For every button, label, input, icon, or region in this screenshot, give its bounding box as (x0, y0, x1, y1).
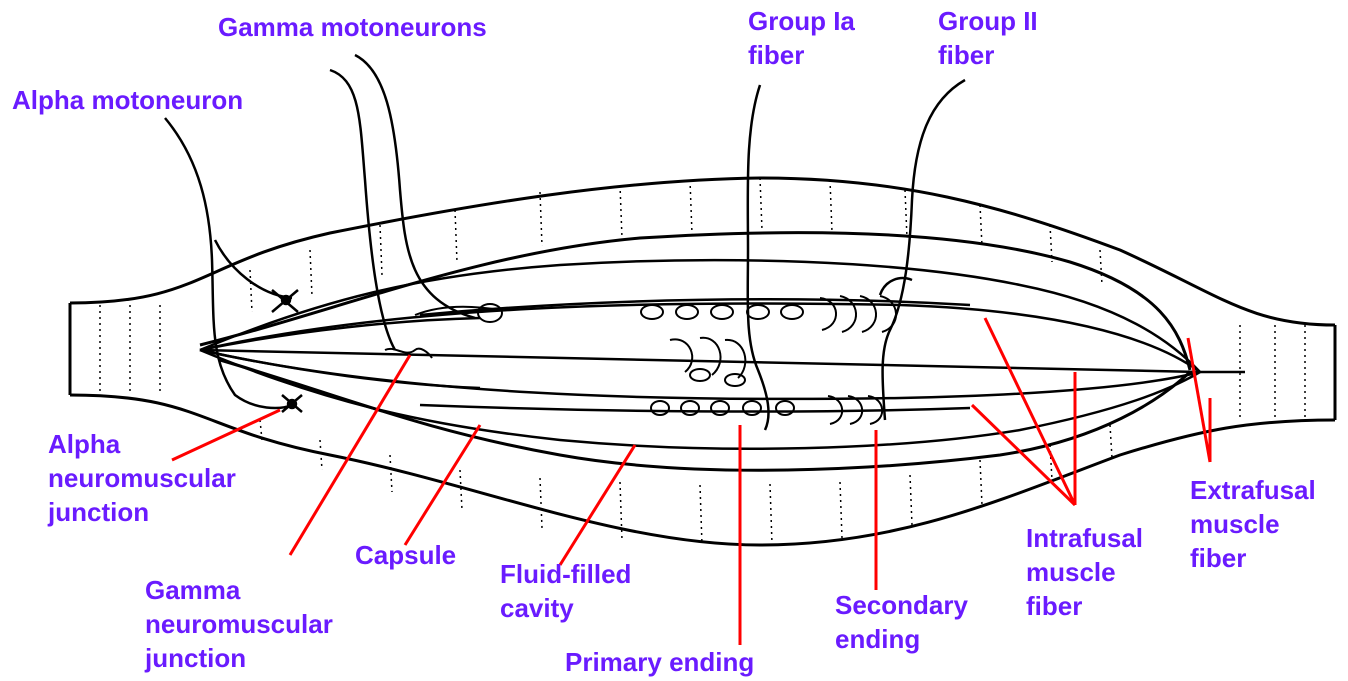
label-line: Alpha (48, 427, 236, 461)
label-line: Gamma (145, 573, 333, 607)
label-line: fiber (1026, 589, 1143, 623)
label-line: Secondary (835, 588, 968, 622)
label-line: ending (835, 622, 968, 656)
label-alpha-neuromuscular-junction: Alpha neuromuscular junction (48, 427, 236, 529)
label-capsule: Capsule (355, 538, 456, 572)
label-line: Extrafusal (1190, 473, 1316, 507)
label-secondary-ending: Secondary ending (835, 588, 968, 656)
label-extrafusal-muscle-fiber: Extrafusal muscle fiber (1190, 473, 1316, 575)
label-line: fiber (1190, 541, 1316, 575)
label-line: junction (48, 495, 236, 529)
label-line: Alpha motoneuron (12, 83, 243, 117)
label-line: muscle (1026, 555, 1143, 589)
label-gamma-neuromuscular-junction: Gamma neuromuscular junction (145, 573, 333, 675)
label-line: Intrafusal (1026, 521, 1143, 555)
label-line: Primary ending (565, 645, 754, 679)
label-line: fiber (748, 38, 855, 72)
label-primary-ending: Primary ending (565, 645, 754, 679)
label-line: Capsule (355, 538, 456, 572)
label-group-ii-fiber: Group II fiber (938, 4, 1038, 72)
spindle-body (200, 260, 1245, 449)
label-intrafusal-muscle-fiber: Intrafusal muscle fiber (1026, 521, 1143, 623)
label-line: Group Ia (748, 4, 855, 38)
label-line: junction (145, 641, 333, 675)
label-line: muscle (1190, 507, 1316, 541)
label-alpha-motoneuron: Alpha motoneuron (12, 83, 243, 117)
label-line: Gamma motoneurons (218, 10, 487, 44)
label-line: neuromuscular (145, 607, 333, 641)
label-fluid-filled-cavity: Fluid-filled cavity (500, 557, 631, 625)
label-group-ia-fiber: Group Ia fiber (748, 4, 855, 72)
label-line: Group II (938, 4, 1038, 38)
label-gamma-motoneurons: Gamma motoneurons (218, 10, 487, 44)
label-line: fiber (938, 38, 1038, 72)
label-line: neuromuscular (48, 461, 236, 495)
label-line: Fluid-filled (500, 557, 631, 591)
label-line: cavity (500, 591, 631, 625)
nerve-fibers (165, 55, 965, 430)
